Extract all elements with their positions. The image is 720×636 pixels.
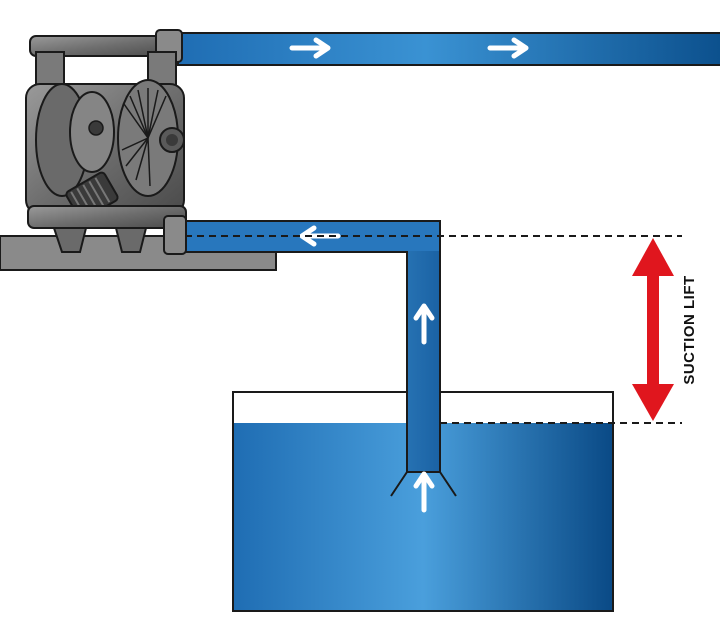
discharge-pipe bbox=[177, 32, 720, 66]
suction-lift-label: SUCTION LIFT bbox=[681, 275, 698, 384]
flow-arrow-icon bbox=[289, 37, 331, 59]
suction-inlet-flare bbox=[390, 471, 457, 497]
flow-arrow-icon bbox=[413, 303, 435, 345]
diaphragm-pump-icon bbox=[25, 29, 187, 255]
flow-arrow-icon bbox=[413, 471, 435, 513]
flow-arrow-icon bbox=[487, 37, 529, 59]
double-headed-arrow-icon bbox=[632, 238, 674, 421]
